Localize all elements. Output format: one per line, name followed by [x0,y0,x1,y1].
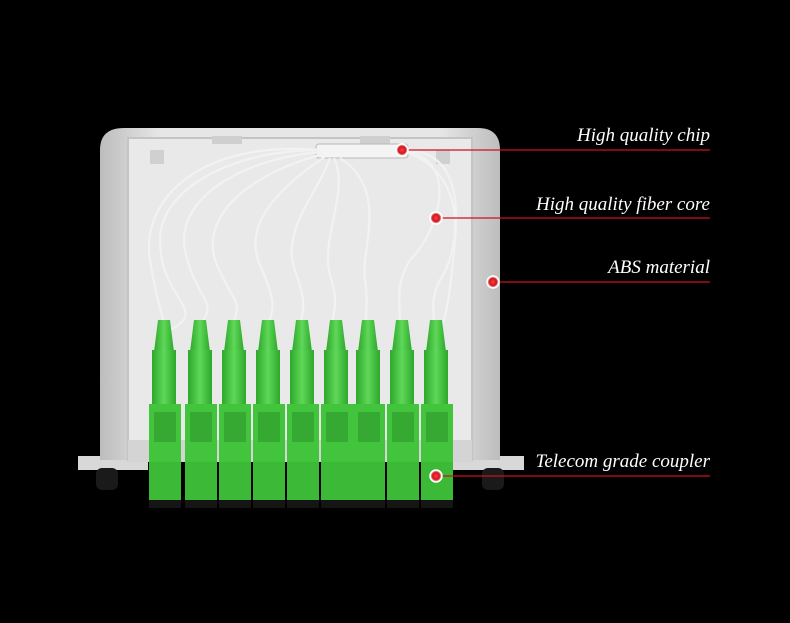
sc-connector [149,320,181,508]
sc-connector [321,320,353,508]
label-abs-material: ABS material [608,257,710,278]
connector-array [149,320,453,508]
sc-connector [253,320,285,508]
callout-high-quality-fiber-core [429,211,710,225]
callout-abs-material [486,275,710,289]
label-telecom-grade-coupler: Telecom grade coupler [535,451,711,472]
splitter-chip [315,143,409,159]
sc-connector [353,320,385,508]
sc-connector [185,320,217,508]
label-high-quality-fiber-core: High quality fiber core [536,194,710,215]
sc-connector [387,320,419,508]
sc-connector [287,320,319,508]
sc-connector [219,320,251,508]
fiber-bundle [147,147,458,331]
sc-connector [421,320,453,508]
callout-telecom-grade-coupler [429,469,710,483]
label-high-quality-chip: High quality chip [577,125,710,146]
callout-high-quality-chip [395,143,710,157]
